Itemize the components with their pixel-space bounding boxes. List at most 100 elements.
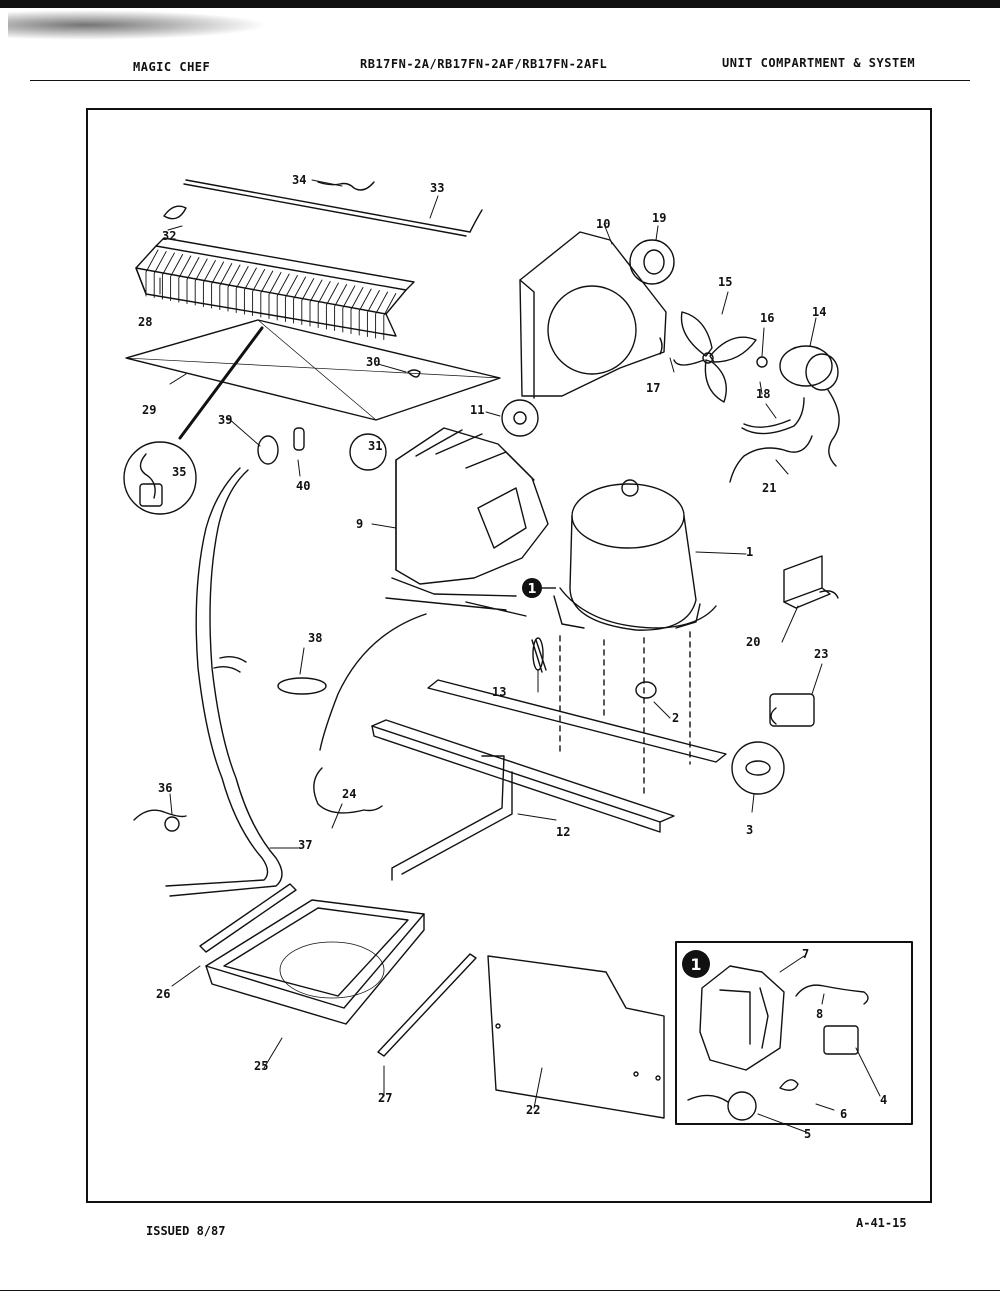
part-number-39: 39 (218, 413, 232, 427)
part-number-16: 16 (760, 311, 774, 325)
page-code: A-41-15 (856, 1216, 907, 1230)
part-number-5: 5 (804, 1127, 811, 1141)
coil-fin (202, 260, 216, 307)
bottom-rule (0, 1290, 1000, 1291)
detail-35-circle (123, 441, 197, 515)
coil-fin (178, 255, 192, 303)
coil-fin (268, 272, 282, 319)
svg-text:1: 1 (527, 582, 536, 597)
coil-fin (383, 293, 397, 340)
part-number-22: 22 (526, 1103, 540, 1117)
clamp-38-shape (277, 677, 327, 695)
clip-30-shape (407, 369, 421, 378)
issued-date: ISSUED 8/87 (146, 1224, 226, 1238)
coil-fin (284, 275, 298, 322)
coil-fin (350, 287, 364, 334)
coil-fin (194, 258, 208, 306)
part-number-27: 27 (378, 1091, 392, 1105)
coil-fin (301, 278, 315, 325)
part-number-13: 13 (492, 685, 506, 699)
scan-top-border (0, 0, 1000, 8)
part-number-14: 14 (812, 305, 826, 319)
coil-fin (227, 264, 241, 312)
detail-3-circle (731, 741, 785, 795)
brand-label: MAGIC CHEF (133, 60, 211, 74)
drain-hose-37-shape (165, 467, 283, 897)
detail-31-circle (349, 433, 387, 471)
part-number-36: 36 (158, 781, 172, 795)
detail-11-circle (501, 399, 539, 437)
fan-shroud-shape (519, 231, 667, 399)
tube-24-shape (313, 767, 383, 814)
top-tube-shape-edge (185, 179, 471, 233)
drain-pan-9-shape (391, 427, 549, 597)
clip-8-shape (795, 984, 869, 1005)
relay-20-shape (783, 555, 839, 609)
coil-fin (153, 251, 167, 298)
coil-fin (325, 282, 339, 330)
coil-fin (342, 285, 356, 333)
overload-23-shape (769, 693, 815, 727)
detail-19-circle (629, 239, 675, 285)
part-number-2: 2 (672, 711, 679, 725)
clip-32-shape (163, 205, 187, 220)
part-number-29: 29 (142, 403, 156, 417)
svg-text:1: 1 (690, 955, 701, 974)
coil-fin (243, 267, 257, 315)
part-number-21: 21 (762, 481, 776, 495)
part-number-1: 1 (746, 545, 753, 559)
part-number-12: 12 (556, 825, 570, 839)
coil-fin (276, 273, 290, 321)
part-number-33: 33 (430, 181, 444, 195)
coil-fin (161, 252, 175, 300)
cover-22-shape (487, 955, 665, 1119)
part-number-17: 17 (646, 381, 660, 395)
part-number-40: 40 (296, 479, 310, 493)
part-number-31: 31 (368, 439, 382, 453)
condenser-coil-shape (135, 237, 415, 337)
part-number-18: 18 (756, 387, 770, 401)
part-number-35: 35 (172, 465, 186, 479)
part-number-32: 32 (162, 229, 176, 243)
coil-fin (260, 270, 274, 318)
part-number-25: 25 (254, 1059, 268, 1073)
drain-pan-25-shape (205, 899, 425, 1025)
coil-fin (317, 281, 331, 328)
inset-marker-1: 1 (682, 950, 710, 978)
coil-fin (235, 266, 249, 313)
coil-fin (375, 291, 389, 339)
base-plate-12-shape (371, 719, 675, 881)
wire-21-shape (729, 435, 813, 483)
part-number-23: 23 (814, 647, 828, 661)
part-number-38: 38 (308, 631, 322, 645)
callout-marker-1: 1 (522, 578, 556, 598)
part-number-7: 7 (802, 947, 809, 961)
part-number-15: 15 (718, 275, 732, 289)
part-40-shape (293, 427, 305, 451)
diagram-frame (86, 108, 932, 1203)
rail-26-shape (199, 883, 297, 953)
coil-fin (145, 249, 159, 297)
coil-fin (170, 254, 184, 301)
coil-fin (309, 279, 323, 327)
coil-fin (252, 269, 266, 316)
part-number-26: 26 (156, 987, 170, 1001)
plate-29-shape (125, 319, 501, 421)
inset-box (675, 941, 913, 1125)
part-number-3: 3 (746, 823, 753, 837)
header-rule (30, 80, 970, 81)
fitting-36-shape (133, 809, 187, 821)
overload-5-shape (727, 1091, 757, 1121)
fan-blade-shape (673, 311, 757, 403)
grommet-2-shape (635, 681, 657, 699)
compressor-shape (553, 479, 717, 631)
part-number-4: 4 (880, 1093, 887, 1107)
part-number-19: 19 (652, 211, 666, 225)
coil-fin (366, 290, 380, 337)
scan-smudge (8, 10, 268, 40)
clip-6-shape (779, 1079, 799, 1091)
rail-upper-shape (427, 679, 727, 763)
terminal-cover-7-shape (699, 965, 785, 1071)
coil-fin (334, 284, 348, 331)
